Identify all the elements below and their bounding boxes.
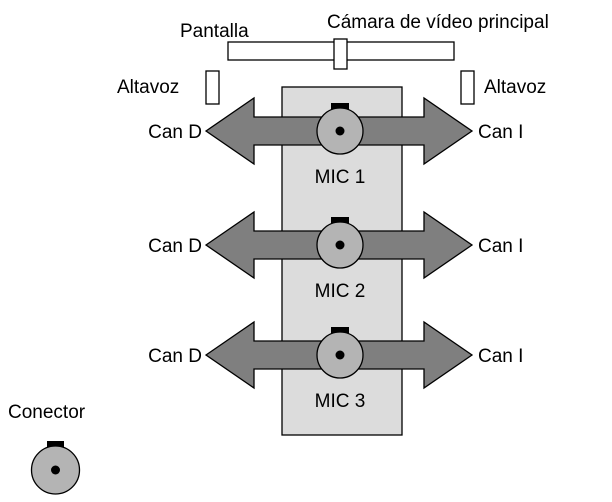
microphone-center-dot <box>335 350 345 360</box>
connector-center-dot <box>51 465 60 475</box>
speaker-left-label: Altavoz <box>117 77 179 98</box>
mic-label: MIC 2 <box>315 281 366 302</box>
main-camera-label: Cámara de vídeo principal <box>327 12 549 33</box>
speaker-right-label: Altavoz <box>484 77 546 98</box>
main-camera-icon <box>333 38 348 70</box>
speaker-left-icon <box>205 70 220 105</box>
channel-left-label: Can D <box>148 122 202 143</box>
connector-legend: Conector <box>8 402 86 495</box>
mic-label: MIC 3 <box>315 391 366 412</box>
channel-left-label: Can D <box>148 346 202 367</box>
speaker-right-icon <box>460 70 475 105</box>
mic-tab-icon <box>331 327 349 334</box>
mic-label: MIC 1 <box>315 167 366 188</box>
connector-label: Conector <box>8 402 86 423</box>
mic-tab-icon <box>331 103 349 110</box>
mic-group-2: Can D Can I MIC 2 <box>148 210 523 302</box>
channel-left-label: Can D <box>148 236 202 257</box>
screen-label: Pantalla <box>180 21 249 42</box>
mic-group-1: Can D Can I MIC 1 <box>148 96 523 188</box>
connector-tab-icon <box>47 441 64 448</box>
microphone-center-dot <box>335 126 345 136</box>
mic-group-3: Can D Can I MIC 3 <box>148 320 523 412</box>
channel-right-label: Can I <box>478 346 523 367</box>
channel-right-label: Can I <box>478 236 523 257</box>
channel-right-label: Can I <box>478 122 523 143</box>
mic-tab-icon <box>331 217 349 224</box>
microphone-center-dot <box>335 240 345 250</box>
